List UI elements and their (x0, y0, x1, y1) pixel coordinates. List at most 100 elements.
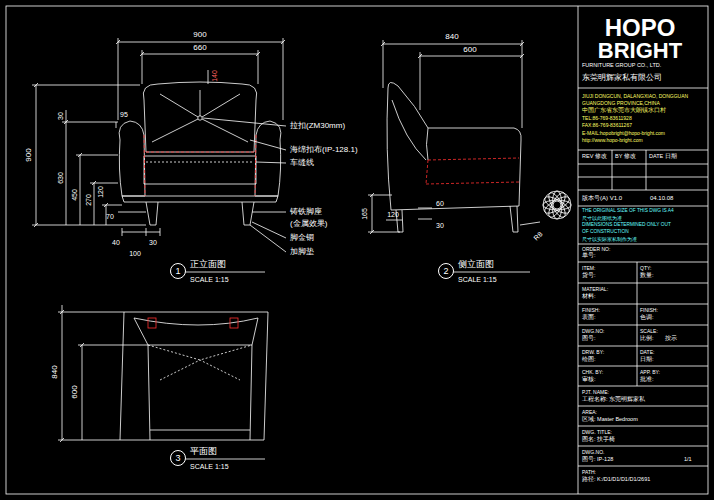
view-number-circle: 3 (170, 450, 186, 466)
view-number: 2 (443, 267, 448, 276)
title-block-text: BRIGHT (598, 40, 682, 62)
side-elevation (368, 40, 540, 272)
drawing-label: 正立面图 (190, 260, 226, 269)
title-block-text: 色调: (640, 315, 654, 321)
drawing-label: 70 (106, 213, 114, 220)
title-block-text: HOPO (605, 16, 676, 40)
drawing-frame (6, 6, 708, 494)
title-block-text: 数量: (640, 273, 654, 279)
title-block-text: CHK. BY: (582, 370, 603, 375)
title-block-text: http://www.hopo-bright.com (582, 138, 643, 143)
title-block-text: 1/1 (684, 457, 692, 463)
drawing-label: 840 (445, 33, 458, 41)
title-block-text: 图号: IP-128 (582, 457, 613, 463)
title-block-text: GUANGDONG PROVINCE,CHINA (582, 101, 660, 106)
title-block-text: 日期: (640, 357, 654, 363)
title-block-text: ORDER NO: (582, 247, 610, 252)
title-block-text: 图号: (582, 336, 596, 342)
title-block-text: 材料: (582, 294, 596, 300)
title-block-text: PATH: (582, 470, 596, 475)
title-block-text: 图名: 扶手椅 (582, 437, 615, 443)
drawing-label: 铸铁脚座 (290, 208, 322, 216)
title-block-text: APP. BY: (640, 370, 660, 375)
drawing-label: 拉扣(ZM30mm) (290, 122, 345, 130)
plan-view (58, 305, 268, 459)
drawing-label: 450 (71, 189, 78, 201)
title-block-text: 路径: K:/D1/D1/D1/D1/2691 (582, 477, 650, 483)
title-block-text: THE ORIGINAL SIZE OF THIS DWG IS A4 (582, 209, 674, 214)
drawing-label: 60 (436, 200, 444, 207)
title-block-text: OF CONSTRUCTION (582, 230, 629, 235)
drawing-label: 100 (129, 250, 141, 257)
title-block-text: 审核: (582, 377, 596, 383)
title-block-text: DWG. TITLE: (582, 430, 612, 435)
drawing-label: 平面图 (190, 447, 217, 456)
title-block-text: FAX:86-769-83611267 (582, 123, 632, 128)
leg-detail (542, 190, 571, 219)
drawing-label: 加脚垫 (290, 248, 314, 256)
drawing-label: 165 (361, 208, 368, 220)
title-block-text: 单号: (582, 253, 596, 259)
drawing-label: SCALE 1:15 (190, 276, 229, 283)
title-block-text: 工程名称: 东莞明辉家私 (582, 397, 645, 403)
drawing-label: 900 (25, 148, 33, 161)
drawing-label: 40 (112, 239, 120, 246)
title-block-text: 比例: (640, 336, 654, 342)
view-number-circle: 2 (438, 263, 454, 279)
title-block-text: MATERIAL: (582, 287, 608, 292)
drawing-label: 95 (120, 111, 128, 118)
drawing-label: R8 (532, 230, 543, 241)
title-block-text: 东莞明辉家私有限公司 (582, 74, 662, 82)
title-block-text: E-MAIL:hopobright@hopo-bright.com (582, 131, 665, 136)
drawing-label: 120 (387, 211, 399, 218)
drawing-label: 600 (463, 46, 476, 54)
drawing-label: 海绵扣布(IP-128.1) (290, 146, 358, 154)
drawing-label: 660 (193, 44, 206, 52)
title-block-text: TEL:86-769-83611928 (582, 116, 632, 121)
title-block-text: 货号: (582, 273, 596, 279)
drawing-label: 脚金铜 (290, 234, 314, 242)
title-block-text: AREA: (582, 410, 597, 415)
title-block-text: REV 修改 (582, 154, 607, 160)
title-block-text: 表面: (582, 315, 596, 321)
drawing-label: 900 (193, 31, 206, 39)
view-number: 1 (175, 267, 180, 276)
drawing-label: SCALE 1:15 (190, 463, 229, 470)
title-block-text: DIMENSIONS DETERMINED ONLY OUT (582, 223, 671, 228)
title-block-text: 04.10.08 (650, 195, 673, 201)
title-block-text: 中国广东省东莞市大朗镇水口村 (582, 108, 666, 114)
title-block-text: JIUJI DONGCUN, DALANGXIAO, DONGGUAN (582, 94, 688, 99)
drawing-label: 侧立面图 (458, 260, 494, 269)
drawing-label: 车缝线 (290, 159, 314, 167)
drawing-label: 270 (85, 194, 92, 206)
title-block-text: FINISH: (582, 308, 600, 313)
drawing-label: (金属效果) (290, 220, 327, 228)
title-block-text: SCALE: (640, 329, 658, 334)
title-block-text: 按示 (665, 336, 677, 342)
drawing-label: 30 (436, 222, 444, 229)
title-block-text: PJT. NAME: (582, 390, 609, 395)
title-block-text: FINISH: (640, 308, 658, 313)
drawing-label: 840 (51, 365, 59, 378)
title-block-text: 尺寸以此图纸为准 (582, 216, 622, 221)
drawing-label: 600 (71, 385, 79, 398)
title-block-text: BY 修改 (615, 154, 636, 160)
drawing-label: 140 (211, 70, 218, 82)
title-block-text: 尺寸以实际家私制作为准 (582, 237, 637, 242)
drawing-label: 630 (57, 172, 64, 184)
view-number-circle: 1 (170, 263, 186, 279)
title-block-text: DWG.NO. (582, 450, 605, 455)
title-block-text: 绘图: (582, 357, 596, 363)
front-elevation (32, 38, 286, 272)
title-block-text: ITEM: (582, 266, 595, 271)
title-block-lines (578, 88, 708, 466)
title-block-text: 区域: Master Bedroom (582, 417, 638, 423)
drawing-label: SCALE 1:15 (458, 276, 497, 283)
title-block-text: QTY: (640, 266, 651, 271)
title-block-text: DATE 日期 (649, 154, 677, 160)
title-block-text: FURNITURE GROUP CO., LTD. (582, 63, 661, 69)
view-number: 3 (175, 454, 180, 463)
title-block-text: 批准: (640, 377, 654, 383)
title-block-text: DATE: (640, 350, 654, 355)
drawing-label: 30 (57, 112, 64, 120)
